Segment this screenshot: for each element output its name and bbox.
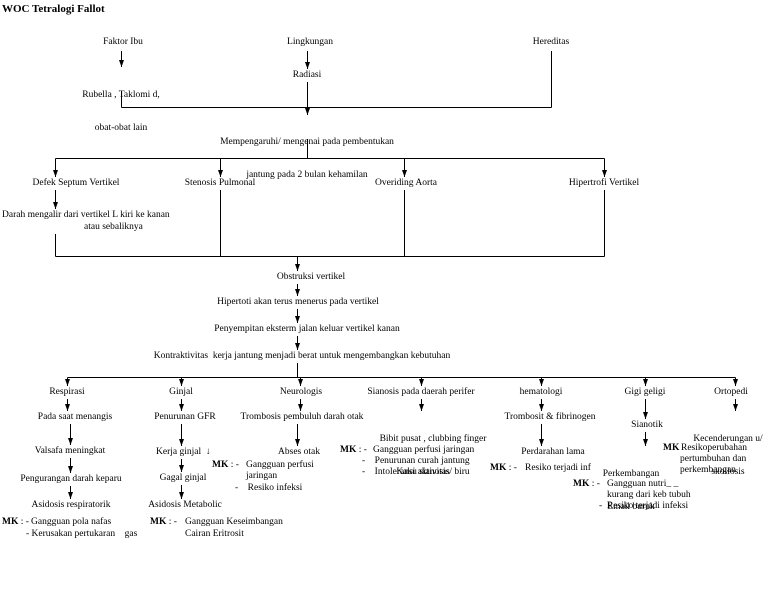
node-mempengaruhi-line-1: Mempengaruhi/ mengenai pada pembentukan	[220, 137, 394, 147]
mk-hematologi-tag: MK : -	[490, 463, 517, 474]
mk-ortopedi-line-3: perkembangan	[680, 465, 736, 475]
node-sianosis-step-1: Bibit pusat , clubbing finger	[379, 434, 487, 444]
mk-sianosis-line-3: - Intoleransi aktivitas	[362, 467, 450, 477]
node-respirasi-step-1: Pada saat menangis	[37, 412, 113, 422]
mk-neurologis-tag: MK : -	[212, 460, 239, 471]
node-ortopedi: Ortopedi	[714, 387, 748, 397]
node-hematologi: hematologi	[519, 387, 563, 397]
node-sianosis: Sianosis pada daerah perifer	[367, 387, 475, 397]
node-hipertoti: Hipertoti akan terus menerus pada vertik…	[217, 297, 379, 307]
page-title: WOC Tetralogi Fallot	[2, 3, 105, 15]
node-ginjal-step-4: Asidosis Metabolic	[148, 500, 222, 510]
mk-label: MK	[340, 445, 357, 455]
mk-prefix: : -	[356, 445, 367, 455]
mk-prefix: : -	[589, 479, 600, 489]
mk-ortopedi-tag: MK	[663, 443, 680, 453]
node-hipertrofi-vertikel: Hipertrofi Vertikel	[568, 178, 640, 188]
mk-sianosis-line-2: - Penurunan curah jantung	[362, 456, 470, 466]
node-faktor-ibu: Faktor Ibu	[103, 37, 143, 47]
mk-prefix: : -	[506, 463, 517, 473]
node-neurologis: Neurologis	[279, 387, 323, 397]
node-ginjal-step-3: Gagal ginjal	[159, 473, 207, 483]
node-kontraktivitas: Kontraktivitas kerja jantung menjadi ber…	[153, 351, 451, 361]
node-gigi-step-2: Perkembangan	[602, 469, 660, 479]
mk-respirasi-line-2: - Kerusakan pertukaran gas	[26, 529, 138, 539]
node-respirasi-step-2: Valsafa meningkat	[34, 446, 106, 456]
node-overiding-aorta: Overiding Aorta	[374, 178, 438, 188]
node-ginjal-step-1: Penurunan GFR	[154, 412, 216, 422]
node-mempengaruhi: Mempengaruhi/ mengenai pada pembentukan …	[220, 115, 394, 192]
node-penyempitan: Penyempitan eksterm jalan keluar vertike…	[214, 324, 400, 334]
node-ortopedi-step-1: Kecenderungan u/	[693, 434, 763, 444]
mk-neurologis-line-1: Gangguan perfusi	[246, 460, 314, 470]
node-lingkungan: Lingkungan	[287, 37, 333, 47]
node-sianosis-steps: Bibit pusat , clubbing finger Kaku siano…	[380, 412, 487, 489]
mk-gigi-line-3: - Resiko terjadi infeksi	[599, 501, 689, 511]
node-ginjal: Ginjal	[169, 387, 193, 397]
mk-prefix: : -	[166, 517, 177, 527]
node-rubella-line-2: obat-obat lain	[94, 123, 148, 133]
mk-ginjal-line-2: Cairan Eritrosit	[185, 529, 244, 539]
node-ortopedi-step-2: skollosis	[711, 467, 745, 477]
mk-hematologi-line-1: Resiko terjadi inf	[525, 463, 591, 473]
mk-ginjal-line-1: Gangguan Keseimbangan	[185, 517, 283, 527]
mk-neurologis-line-3: - Resiko infeksi	[235, 483, 303, 493]
node-gigi-geligi: Gigi geligi	[624, 387, 666, 397]
mk-label: MK	[573, 479, 590, 489]
mk-label: MK	[490, 463, 507, 473]
node-hematologi-step-1: Trombosit & fibrinogen	[504, 412, 596, 422]
node-hereditas: Hereditas	[532, 37, 570, 47]
mk-neurologis-line-2: jaringan	[246, 471, 278, 481]
mk-ginjal-tag: MK : -	[150, 517, 177, 528]
node-stenosis-pulmonal: Stenosis Pulmonal	[184, 178, 256, 188]
mk-gigi-line-2: kurang dari keb tubuh	[607, 490, 691, 500]
mk-respirasi-tag: MK : -	[2, 517, 29, 528]
mk-ortopedi-line-2: pertumbuhan dan	[680, 454, 747, 464]
node-hematologi-step-2: Perdarahan lama	[521, 447, 585, 457]
node-rubella-obat: Rubella , Taklomi d, obat-obat lain	[82, 68, 160, 145]
node-ortopedi-steps: Kecenderungan u/ skollosis	[692, 412, 764, 489]
mk-label: MK	[150, 517, 167, 527]
node-darah-mengalir-line-2: atau sebaliknya	[84, 222, 143, 232]
mk-prefix: : -	[18, 517, 29, 527]
mk-sianosis-line-1: Gangguan perfusi jaringan	[373, 445, 475, 455]
node-ginjal-step-2: Kerja ginjal ↓	[156, 447, 211, 457]
node-respirasi: Respirasi	[49, 387, 85, 397]
node-neurologis-step-1: Trombosis pembuluh darah otak	[240, 412, 364, 422]
node-respirasi-step-4: Asidosis respiratorik	[31, 500, 111, 510]
node-mempengaruhi-line-2: jantung pada 2 bulan kehamilan	[246, 170, 368, 180]
mk-sianosis-tag: MK : -	[340, 445, 367, 456]
mk-prefix: : -	[228, 460, 239, 470]
mk-gigi-line-1: Gangguan nutri_ _	[607, 479, 679, 489]
node-respirasi-step-3: Pengurangan darah keparu	[20, 474, 122, 484]
mk-label: MK	[2, 517, 19, 527]
node-sianosis-step-2: Kaku sianosis/ biru	[396, 467, 470, 477]
node-gigi-step-1: Sianotik	[631, 420, 663, 430]
mk-gigi-tag: MK : -	[573, 479, 600, 490]
node-radiasi: Radiasi	[292, 70, 322, 80]
node-rubella-line-1: Rubella , Taklomi d,	[82, 90, 160, 100]
node-darah-mengalir-line-1: Darah mengalir dari vertikel L kiri ke k…	[2, 210, 170, 220]
mk-label: MK	[212, 460, 229, 470]
node-gigi-perkembangan: Perkembangan Email buruk	[603, 447, 659, 524]
node-obstruksi: Obstruksi vertikel	[276, 272, 346, 282]
mk-ortopedi-line-1: Resikoperubahan	[681, 443, 747, 453]
node-gigi-step-3: Email buruk	[607, 502, 655, 512]
node-neurologis-step-2: Abses otak	[278, 447, 320, 457]
mk-respirasi-line-1: Gangguan pola nafas	[31, 517, 112, 527]
node-defek-septum: Defek Septum Vertikel	[32, 178, 120, 188]
